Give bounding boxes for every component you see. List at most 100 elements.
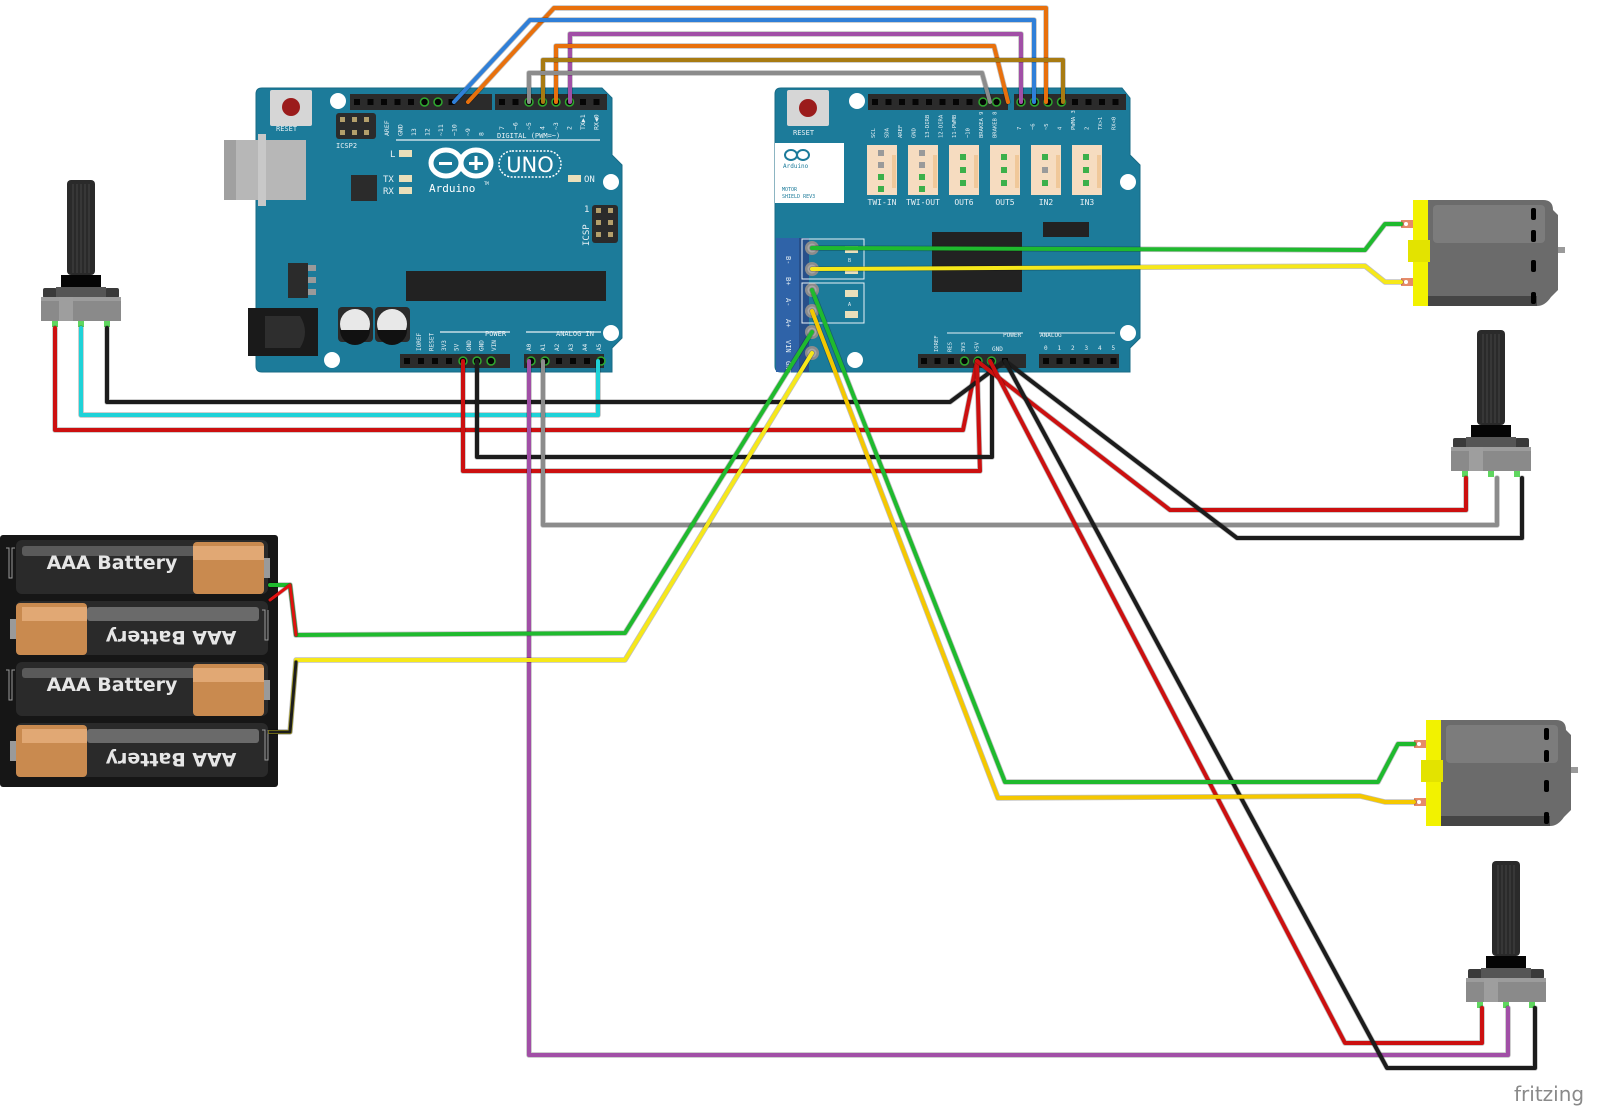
potentiometer-right-top[interactable] <box>1451 330 1531 477</box>
uno-power-pin[interactable] <box>488 358 494 364</box>
wire-pot-left-a5[interactable] <box>79 326 600 417</box>
shield-digital-pin[interactable] <box>1072 99 1078 105</box>
uno-analog-pin[interactable] <box>556 358 562 364</box>
uno-digital-pin[interactable] <box>381 99 387 105</box>
shield-analog-pin[interactable] <box>1056 358 1063 364</box>
wire-d4-ochre[interactable] <box>541 58 1065 104</box>
uno-digital-pin[interactable] <box>354 99 360 105</box>
wire-motor-b-plus[interactable] <box>810 264 1403 284</box>
tinkerkit-connector[interactable] <box>1031 145 1061 195</box>
uno-power-pin[interactable] <box>404 358 410 364</box>
uno-digital-pin[interactable] <box>580 99 586 105</box>
shield-digital-pin[interactable] <box>1085 99 1092 105</box>
pot-pin[interactable] <box>1514 471 1520 477</box>
uno-power-pin[interactable] <box>432 358 438 364</box>
uno-power-pin-label: 3V3 <box>441 340 448 351</box>
mounting-hole <box>847 352 863 368</box>
tinkerkit-connector[interactable] <box>949 145 979 195</box>
wire-battery-minus-black[interactable] <box>268 660 298 734</box>
wire-d9-orange[interactable] <box>466 6 1048 104</box>
shield-digital-pin[interactable] <box>872 99 878 105</box>
pot-pin[interactable] <box>1462 471 1468 477</box>
wire-d2-purple[interactable] <box>568 32 1023 104</box>
wire-motor-a-plus[interactable] <box>810 309 1416 804</box>
shield-power-pin[interactable] <box>921 358 927 364</box>
wire-pot-rb-a0[interactable] <box>527 359 1510 1057</box>
uno-analog-pin[interactable] <box>570 358 576 364</box>
dc-motor-a[interactable] <box>1414 720 1578 826</box>
shield-analog-pin[interactable] <box>1083 358 1090 364</box>
pot-pin[interactable] <box>1477 1002 1483 1008</box>
uno-digital-pin[interactable] <box>367 99 374 105</box>
uno-digital-pin[interactable] <box>448 99 455 105</box>
pot-pin[interactable] <box>1503 1002 1509 1008</box>
shield-analog-pin[interactable] <box>1110 358 1117 364</box>
battery-label: AAA Battery <box>47 552 178 574</box>
wire-pot-rb-gnd[interactable] <box>1003 359 1537 1070</box>
uno-analog-pin-label: A1 <box>540 343 547 351</box>
tinkerkit-connector[interactable] <box>867 145 897 195</box>
wire-pot-rt-gnd[interactable] <box>1003 359 1524 540</box>
shield-digital-pin[interactable] <box>912 99 919 105</box>
uno-digital-pin[interactable] <box>408 99 414 105</box>
wire-pot-rt-a1[interactable] <box>541 359 1499 527</box>
uno-digital-pin-label: TX▶1 <box>579 114 587 130</box>
shield-digital-pin[interactable] <box>993 99 1000 105</box>
pot-pin[interactable] <box>1488 471 1494 477</box>
wire-uno-5v-red[interactable] <box>461 359 982 473</box>
shield-analog-pin[interactable] <box>1070 358 1076 364</box>
shield-digital-pin[interactable] <box>980 99 986 105</box>
pot-pin[interactable] <box>52 321 58 327</box>
shield-reset-button[interactable] <box>787 90 829 126</box>
tinkerkit-connector[interactable] <box>1072 145 1102 195</box>
uno-analog-pin-label: A0 <box>526 343 533 351</box>
shield-digital-pin[interactable] <box>966 99 973 105</box>
uno-analog-pin-label: A5 <box>596 343 603 351</box>
potentiometer-left[interactable] <box>41 180 121 327</box>
wire-uno-gnd-black[interactable] <box>475 359 994 459</box>
uno-digital-pin[interactable] <box>512 99 519 105</box>
shield-power-pin[interactable] <box>948 358 954 364</box>
pot-pin[interactable] <box>78 321 84 327</box>
shield-digital-pin[interactable] <box>953 99 959 105</box>
shield-power-pin-label: +5V <box>975 341 981 352</box>
tinkerkit-connector[interactable] <box>990 145 1020 195</box>
uno-analog-pin[interactable] <box>584 358 590 364</box>
uno-digital-pin[interactable] <box>435 99 441 105</box>
shield-digital-pin[interactable] <box>1099 99 1105 105</box>
reset-button[interactable] <box>270 90 312 126</box>
shield-digital-pin[interactable] <box>1112 99 1119 105</box>
pot-pin[interactable] <box>104 321 110 327</box>
shield-power-pin[interactable] <box>961 358 968 364</box>
wire-pot-rb-5v[interactable] <box>988 359 1484 1045</box>
uno-digital-pin[interactable] <box>499 99 505 105</box>
screw-terminal-label: A- <box>784 298 792 306</box>
shield-digital-pin[interactable] <box>926 99 932 105</box>
shield-digital-pin[interactable] <box>899 99 905 105</box>
uno-power-pin[interactable] <box>446 358 452 364</box>
uno-digital-pin[interactable] <box>593 99 600 105</box>
tinkerkit-connector[interactable] <box>908 145 938 195</box>
wire-d5-gray[interactable] <box>527 71 992 104</box>
uno-analog-pin[interactable] <box>598 358 604 364</box>
wire-pot-left-5v[interactable] <box>53 326 979 432</box>
shield-power-pin[interactable] <box>934 358 941 364</box>
wire-battery-plus-red[interactable] <box>268 583 298 637</box>
wire-motor-b-minus[interactable] <box>810 222 1403 252</box>
shield-digital-pin[interactable] <box>885 99 892 105</box>
aaa-battery-cell: AAA Battery <box>16 662 270 716</box>
pot-pin[interactable] <box>1529 1002 1535 1008</box>
shield-analog-pin[interactable] <box>1097 358 1103 364</box>
shield-analog-pin[interactable] <box>1043 358 1049 364</box>
icsp-pin1-label: 1 <box>584 205 589 215</box>
potentiometer-right-bottom[interactable] <box>1466 861 1546 1008</box>
shield-digital-pin[interactable] <box>939 99 946 105</box>
wire-pot-rt-5v[interactable] <box>975 359 1468 512</box>
uno-power-pin[interactable] <box>418 358 424 364</box>
uno-digital-pin[interactable] <box>394 99 401 105</box>
uno-digital-pin[interactable] <box>421 99 428 105</box>
dc-motor-b[interactable] <box>1401 200 1565 306</box>
wire-motor-a-minus[interactable] <box>810 288 1416 784</box>
